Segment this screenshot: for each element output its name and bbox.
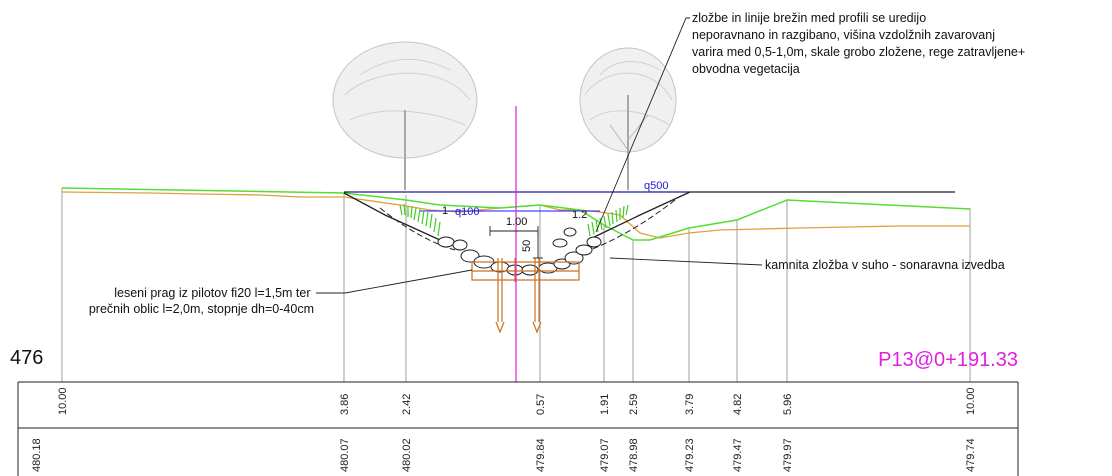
leader-lines xyxy=(316,17,763,294)
distance-cell: 1.91 xyxy=(599,394,611,415)
wooden-sill-icon xyxy=(471,258,580,334)
note-top-right-line-4: obvodna vegetacija xyxy=(692,62,800,76)
elevation-cell: 480.02 xyxy=(401,438,413,472)
scale-height-label: 476 xyxy=(10,347,43,369)
note-top-right-line-2: neporavnano in razgibano, višina vzdolžn… xyxy=(692,28,995,42)
grass-left-icon xyxy=(399,203,441,237)
right-bank-line xyxy=(587,191,691,241)
note-left-line-2: prečnih oblic l=2,0m, stopnje dh=0-40cm xyxy=(89,302,314,316)
elevation-cell: 480.07 xyxy=(339,438,351,472)
distances-row: 10.00 3.86 2.42 0.57 1.91 2.59 3.79 4.82… xyxy=(57,387,977,415)
q100-label: q100 xyxy=(455,206,479,218)
dimension-height-label: 50 xyxy=(521,240,533,252)
elevation-cell: 480.18 xyxy=(31,438,43,472)
profile-id-label: P13@0+191.33 xyxy=(878,349,1018,371)
dimension-markers xyxy=(489,226,543,259)
q500-label: q500 xyxy=(644,180,668,192)
note-left: leseni prag iz pilotov fi20 l=1,5m ter p… xyxy=(89,286,314,316)
new-terrain-line xyxy=(61,187,971,241)
elevation-cell: 479.84 xyxy=(535,438,547,472)
elevation-cell: 479.23 xyxy=(684,438,696,472)
data-table xyxy=(17,381,1019,476)
elevation-cell: 479.74 xyxy=(965,438,977,472)
note-top-right: zložbe in linije brežin med profili se u… xyxy=(692,11,1029,76)
elevation-cell: 479.07 xyxy=(599,438,611,472)
distance-cell: 10.00 xyxy=(965,387,977,415)
distance-cell: 3.79 xyxy=(684,394,696,415)
note-top-right-line-1: zložbe in linije brežin med profili se u… xyxy=(692,11,926,25)
left-bank-dashed xyxy=(379,207,456,251)
tree-right-icon xyxy=(579,47,677,190)
distance-cell: 2.42 xyxy=(401,394,413,415)
elevation-cell: 479.97 xyxy=(782,438,794,472)
distance-cell: 0.57 xyxy=(535,394,547,415)
elevation-cell: 479.47 xyxy=(732,438,744,472)
right-bank-dashed xyxy=(584,199,676,253)
note-right: kamnita zložba v suho - sonaravna izvedb… xyxy=(765,258,1005,272)
slope-left-label: 1 xyxy=(442,205,448,217)
note-left-line-1: leseni prag iz pilotov fi20 l=1,5m ter xyxy=(114,286,310,300)
left-bank-line xyxy=(343,192,441,241)
note-top-right-line-3: varira med 0,5-1,0m, skale grobo zložene… xyxy=(692,45,1025,59)
distance-cell: 4.82 xyxy=(732,394,744,415)
elevations-row: 480.18 480.07 480.02 479.84 479.07 478.9… xyxy=(31,438,977,472)
distance-cell: 5.96 xyxy=(782,394,794,415)
distance-cell: 3.86 xyxy=(339,394,351,415)
slope-right-label: 1.2 xyxy=(572,209,587,221)
dimension-width-label: 1.00 xyxy=(506,216,527,228)
stone-wall-icon xyxy=(437,227,602,276)
distance-cell: 2.59 xyxy=(628,394,640,415)
tree-left-icon xyxy=(332,41,478,190)
distance-cell: 10.00 xyxy=(57,387,69,415)
elevation-cell: 478.98 xyxy=(628,438,640,472)
existing-terrain-line xyxy=(61,191,970,239)
grass-right-icon xyxy=(587,204,629,237)
station-lines xyxy=(61,188,971,382)
